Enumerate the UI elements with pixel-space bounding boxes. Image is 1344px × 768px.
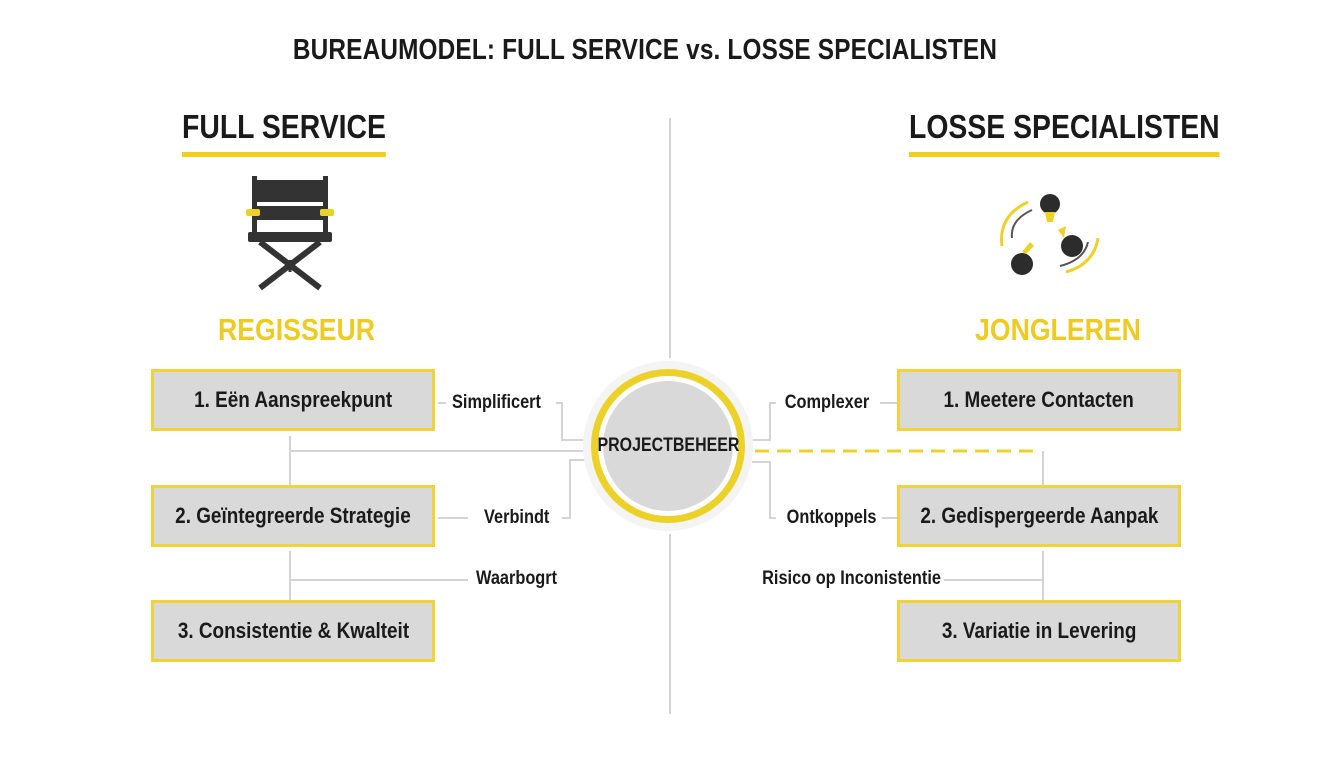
left-connector-label: Waarbogrt (476, 568, 558, 589)
left-connector-label: Simplificert (452, 392, 541, 413)
right-role: JONGLEREN (975, 312, 1141, 347)
director-chair-icon (244, 176, 336, 294)
right-connector-label: Complexer (784, 392, 869, 413)
hub-label: PROJECTBEHEER (597, 435, 739, 456)
left-role: REGISSEUR (218, 312, 376, 347)
project-management-hub: PROJECTBEHEER (583, 361, 753, 531)
right-connector-label: Risico op Inconistentie (762, 568, 941, 589)
right-item-1: 1. Meetere Contacten (897, 369, 1181, 431)
page-title: BUREAUMODEL: FULL SERVICE vs. LOSSE SPEC… (292, 34, 998, 66)
right-item-2: 2. Gedispergeerde Aanpak (897, 485, 1181, 547)
left-connector-label: Verbindt (484, 507, 550, 528)
right-item-3: 3. Variatie in Levering (897, 600, 1181, 662)
left-item-2: 2. Geïntegreerde Strategie (151, 485, 435, 547)
left-heading: FULL SERVICE (182, 108, 386, 157)
left-item-3: 3. Consistentie & Kwalteit (151, 600, 435, 662)
right-heading: LOSSE SPECIALISTEN (909, 108, 1220, 157)
juggling-bulbs-icon (992, 186, 1104, 282)
left-item-1: 1. Eën Aanspreekpunt (151, 369, 435, 431)
right-connector-label: Ontkoppels (787, 507, 877, 528)
